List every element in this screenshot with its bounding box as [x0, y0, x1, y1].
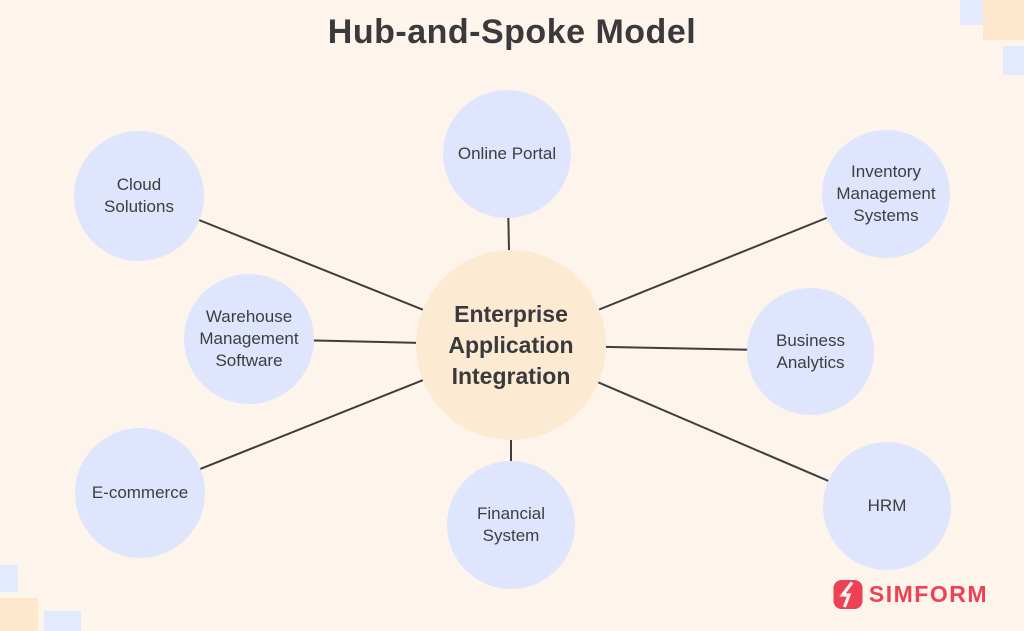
spoke-label: Online Portal — [457, 144, 557, 163]
spoke-node-financial-system: Financial System — [447, 461, 575, 589]
spoke-node-cloud-solutions: Cloud Solutions — [74, 131, 204, 261]
spoke-node-online-portal: Online Portal — [443, 90, 571, 218]
spoke-node-inventory-management-systems: Inventory Management Systems — [822, 130, 950, 258]
decoration-square — [1003, 46, 1024, 75]
spoke-label: Financial System — [476, 504, 546, 545]
simform-logo-text: SIMFORM — [868, 580, 988, 607]
spoke-label: E-commerce — [91, 483, 189, 502]
hub-label: Enterprise Application Integration — [448, 300, 574, 389]
spoke-label: Cloud Solutions — [104, 175, 174, 216]
page-title: Hub-and-Spoke Model — [327, 13, 697, 51]
spoke-node-warehouse-management-software: Warehouse Management Software — [184, 274, 314, 404]
spoke-node-business-analytics: Business Analytics — [747, 288, 874, 415]
simform-logo: SIMFORM — [832, 577, 988, 611]
simform-logo-icon — [833, 580, 863, 609]
decoration-square — [0, 565, 18, 592]
decoration-square — [960, 0, 983, 25]
spoke-label: Warehouse Management Software — [199, 307, 299, 370]
decoration-square — [44, 611, 81, 631]
decoration-square — [0, 598, 38, 631]
decoration-square — [983, 0, 1024, 40]
hub-node-enterprise-application-integration: Enterprise Application Integration — [416, 250, 606, 440]
spoke-label: HRM — [867, 496, 907, 515]
spoke-node-hrm: HRM — [823, 442, 951, 570]
spoke-node-e-commerce: E-commerce — [75, 428, 205, 558]
spoke-label: Business Analytics — [776, 330, 845, 372]
spoke-label: Inventory Management Systems — [836, 162, 936, 225]
